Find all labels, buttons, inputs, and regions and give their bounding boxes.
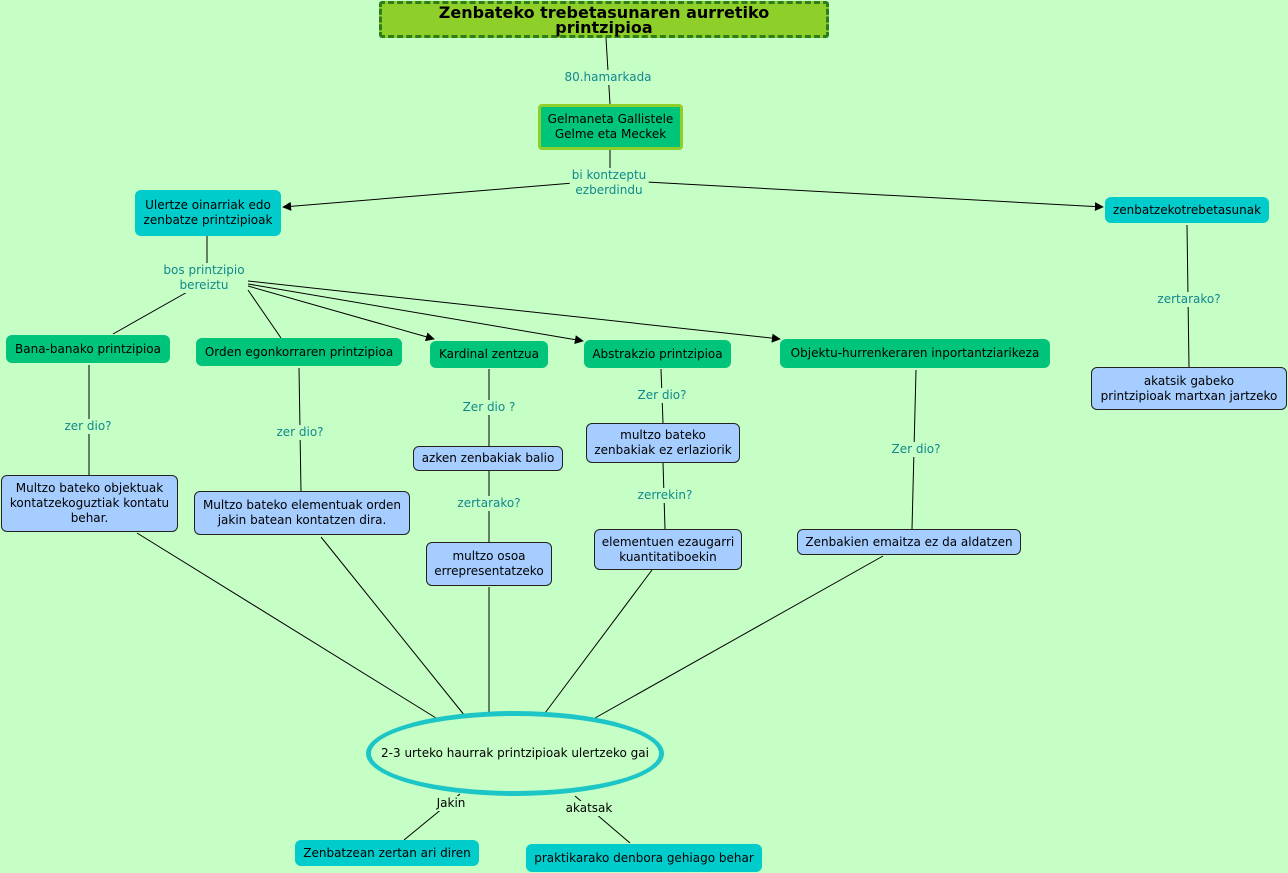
basic-principles-node[interactable]: Ulertze oinarriak edo zenbatze printzipi… (135, 190, 281, 236)
abstraction-with-node[interactable]: elementuen ezaugarri kuantitatiboekin (594, 529, 742, 570)
order-irrelevance-principle-node[interactable]: Objektu-hurrenkeraren inportantziarikeza (780, 339, 1050, 368)
abstraction-description-node[interactable]: multzo bateko zenbakiak ez erlaziorik (586, 423, 740, 463)
link-label-two-concepts: bi kontzeptu ezberdindu (569, 168, 649, 198)
link-label-order-question: Zer dio? (889, 442, 943, 457)
authors-node[interactable]: Gelmaneta Gallistele Gelme eta Meckek (538, 104, 683, 150)
skills-purpose-node[interactable]: akatsik gabeko printzipioak martxan jart… (1091, 367, 1287, 410)
cardinal-purpose-node[interactable]: multzo osoa errepresentatzeko (426, 542, 552, 586)
map-title: Zenbateko trebetasunaren aurretiko print… (379, 1, 829, 38)
link-label-skills-purpose: zertarako? (1155, 292, 1223, 307)
abstraction-principle-node[interactable]: Abstrakzio printzipioa (584, 340, 731, 368)
more-practice-node[interactable]: praktikarako denbora gehiago behar (526, 844, 762, 872)
counting-skills-node[interactable]: zenbatzekotrebetasunak (1105, 197, 1269, 223)
stable-order-description-node[interactable]: Multzo bateko elementuak orden jakin bat… (194, 491, 410, 535)
link-label-mistakes: akatsak (563, 801, 615, 816)
link-label-cardinal-purpose: zertarako? (455, 496, 523, 511)
link-label-one-to-one-question: zer dio? (62, 419, 114, 434)
stable-order-principle-node[interactable]: Orden egonkorraren printzipioa (196, 338, 402, 366)
link-label-abstraction-with: zerrekin? (635, 488, 695, 503)
children-ability-node[interactable]: 2-3 urteko haurrak printzipioak ulertzek… (366, 711, 664, 796)
one-to-one-description-node[interactable]: Multzo bateko objektuak kontatzekoguztia… (1, 475, 178, 532)
link-label-five-principles: bos printzipio bereiztu (161, 263, 247, 293)
link-label-know: Jakin (434, 796, 468, 811)
link-label-decade: 80.hamarkada (562, 70, 654, 85)
link-label-cardinal-question: Zer dio ? (460, 400, 518, 415)
one-to-one-principle-node[interactable]: Bana-banako printzipioa (6, 335, 170, 363)
order-description-node[interactable]: Zenbakien emaitza ez da aldatzen (797, 529, 1021, 555)
cardinal-description-node[interactable]: azken zenbakiak balio (413, 446, 563, 471)
know-what-node[interactable]: Zenbatzean zertan ari diren (295, 840, 479, 866)
link-label-abstraction-question: Zer dio? (635, 388, 689, 403)
cardinal-principle-node[interactable]: Kardinal zentzua (430, 341, 548, 368)
link-label-stable-order-question: zer dio? (274, 425, 326, 440)
